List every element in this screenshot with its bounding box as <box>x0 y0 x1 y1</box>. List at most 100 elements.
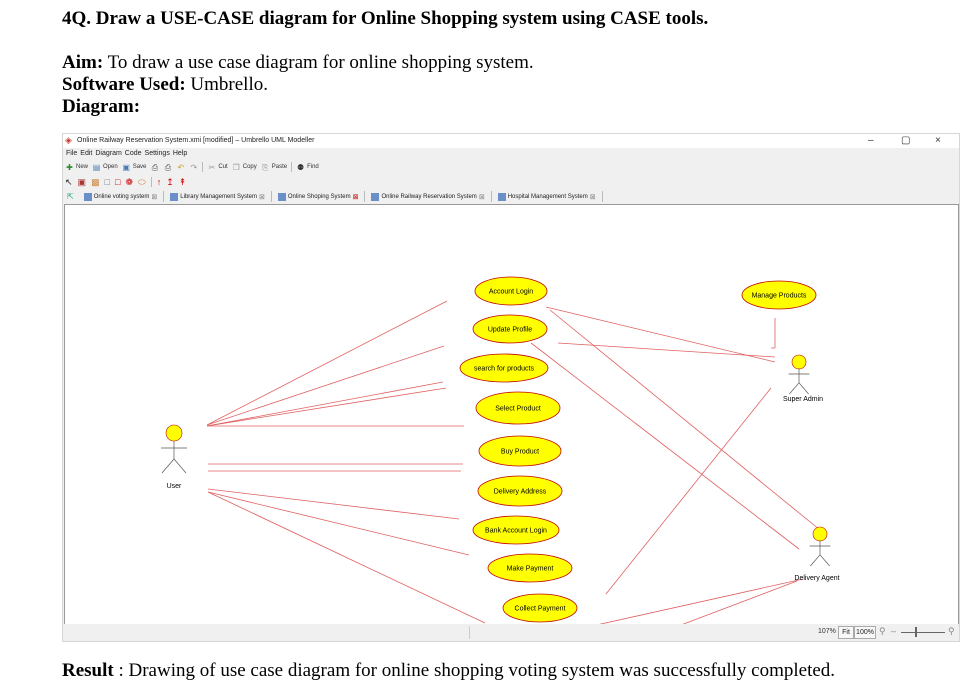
find-icon: ⚉ <box>297 162 305 172</box>
open-button[interactable]: ▤Open <box>92 163 118 172</box>
zoom-slider-knob[interactable] <box>915 627 917 637</box>
association-line[interactable] <box>206 381 444 427</box>
usecase-tool-icon[interactable]: ▩ <box>91 176 100 187</box>
use-case-account-login[interactable] <box>474 276 548 306</box>
association-line[interactable] <box>206 345 445 426</box>
association-line[interactable] <box>583 578 804 624</box>
menu-settings[interactable]: Settings <box>144 150 170 157</box>
tab-close-icon[interactable]: ⊠ <box>352 193 359 201</box>
association-line[interactable] <box>549 309 821 531</box>
use-case-bank-account-login[interactable] <box>472 515 560 545</box>
toolbar-label: Paste <box>271 164 288 170</box>
result-label: Result <box>62 660 114 681</box>
dependency-tool-icon[interactable]: ↥ <box>166 176 174 187</box>
tab-close-icon[interactable]: ⊠ <box>151 193 158 201</box>
note-tool-icon[interactable]: □ <box>104 177 111 187</box>
actor-super-admin[interactable] <box>788 354 810 395</box>
association-line[interactable] <box>557 342 776 358</box>
tab-online-shoping-system[interactable]: Online Shoping System⊠ <box>272 191 366 202</box>
generalization-tool-icon[interactable]: ↟ <box>178 176 187 187</box>
use-case-search-for-products[interactable] <box>459 353 549 383</box>
zoom-in-icon[interactable]: ⚲ <box>948 626 955 636</box>
toolbar-label: Save <box>132 164 147 170</box>
actor-delivery-agent[interactable] <box>809 526 831 567</box>
app-icon: ◈ <box>65 135 72 145</box>
tab-library-management-system[interactable]: Library Management System⊠ <box>164 191 272 202</box>
use-case-make-payment[interactable] <box>487 553 573 583</box>
association-line[interactable] <box>545 306 776 363</box>
find-button[interactable]: ⚉Find <box>296 163 319 172</box>
new-tab-icon[interactable]: ⇱ <box>67 192 74 201</box>
use-case-label: Select Product <box>495 406 541 413</box>
association-line[interactable] <box>594 580 798 624</box>
zoom-out-icon[interactable]: ⚲ <box>879 626 886 636</box>
tab-hospital-management-system[interactable]: Hospital Management System⊠ <box>492 191 603 202</box>
undo-button[interactable]: ↶ <box>176 163 185 172</box>
use-case-label: Account Login <box>489 289 533 296</box>
menu-file[interactable]: File <box>66 150 78 157</box>
toolbar-label: Find <box>307 164 319 170</box>
diagram-toolbar: ↖ ▣ ▩ □ □ ❁ ⬭ ↑ ↥ ↟ <box>65 175 186 189</box>
menu-edit[interactable]: Edit <box>80 150 93 157</box>
paste-button[interactable]: ⎘Paste <box>261 163 287 172</box>
use-case-update-profile[interactable] <box>472 314 548 344</box>
maximize-icon[interactable]: ▢ <box>901 135 911 146</box>
tab-online-voting-system[interactable]: Online voting system⊠ <box>78 191 165 202</box>
software-label: Software Used: <box>62 74 186 95</box>
association-tool-icon[interactable]: ↑ <box>156 177 162 187</box>
association-line[interactable] <box>206 300 448 426</box>
association-line[interactable] <box>530 342 800 550</box>
actor-tool-icon[interactable]: ▣ <box>77 176 87 187</box>
use-case-collect-payment[interactable] <box>502 593 578 623</box>
tab-close-icon[interactable]: ⊠ <box>258 193 265 201</box>
new-icon: ✚ <box>66 162 73 172</box>
zoom-slider[interactable] <box>901 632 945 633</box>
toolbar-label: Cut <box>218 164 228 170</box>
print-icon: ⎙ <box>151 162 159 172</box>
use-case-delivery-address[interactable] <box>477 475 563 507</box>
association-line[interactable] <box>207 491 470 556</box>
tab-online-railway-reservation-system[interactable]: Online Railway Reservation System⊠ <box>365 191 492 202</box>
minus-icon[interactable]: – <box>891 626 897 636</box>
association-line[interactable] <box>207 491 486 624</box>
diagram-icon <box>83 192 92 201</box>
print-preview-button[interactable]: ⎙ <box>163 163 172 172</box>
paste-icon: ⎘ <box>262 162 269 172</box>
tab-close-icon[interactable]: ⊠ <box>589 193 596 201</box>
tab-label: Online Shoping System <box>287 193 351 200</box>
actor-user[interactable] <box>161 424 187 474</box>
reset-zoom-button[interactable]: 100% <box>854 626 876 639</box>
use-case-manage-products[interactable] <box>741 280 817 310</box>
open-icon: ▤ <box>92 162 101 172</box>
diagram-label: Diagram: <box>62 96 141 117</box>
menu-help[interactable]: Help <box>172 150 188 157</box>
tab-label: Hospital Management System <box>507 193 588 200</box>
select-arrow-icon[interactable]: ↖ <box>65 176 73 187</box>
new-button[interactable]: ✚New <box>65 163 88 172</box>
fit-button[interactable]: Fit <box>838 626 854 639</box>
print-button[interactable]: ⎙ <box>150 163 159 172</box>
cut-button[interactable]: ✂Cut <box>207 163 228 172</box>
use-case-buy-product[interactable] <box>478 435 562 467</box>
ellipse-tool-icon[interactable]: ⬭ <box>138 176 146 187</box>
box-tool-icon[interactable]: □ <box>115 177 121 187</box>
use-case-select-product[interactable] <box>475 391 561 425</box>
umbrello-window: ◈ Online Railway Reservation System.xmi … <box>62 133 960 642</box>
close-icon[interactable]: × <box>935 135 941 146</box>
tab-close-icon[interactable]: ⊠ <box>478 193 485 201</box>
actor-label: Delivery Agent <box>794 575 839 582</box>
minimize-icon[interactable]: – <box>868 135 874 146</box>
association-line[interactable] <box>207 488 460 520</box>
use-case-label: Make Payment <box>507 566 554 573</box>
copy-button[interactable]: ❐Copy <box>232 163 257 172</box>
association-line[interactable] <box>206 387 447 427</box>
menu-diagram[interactable]: Diagram <box>95 150 122 157</box>
association-line[interactable] <box>605 387 772 595</box>
redo-button[interactable]: ↷ <box>189 163 198 172</box>
save-button[interactable]: ▣Save <box>122 163 147 172</box>
menu-code[interactable]: Code <box>124 150 142 157</box>
actor-figure-icon[interactable]: ❁ <box>125 176 133 187</box>
